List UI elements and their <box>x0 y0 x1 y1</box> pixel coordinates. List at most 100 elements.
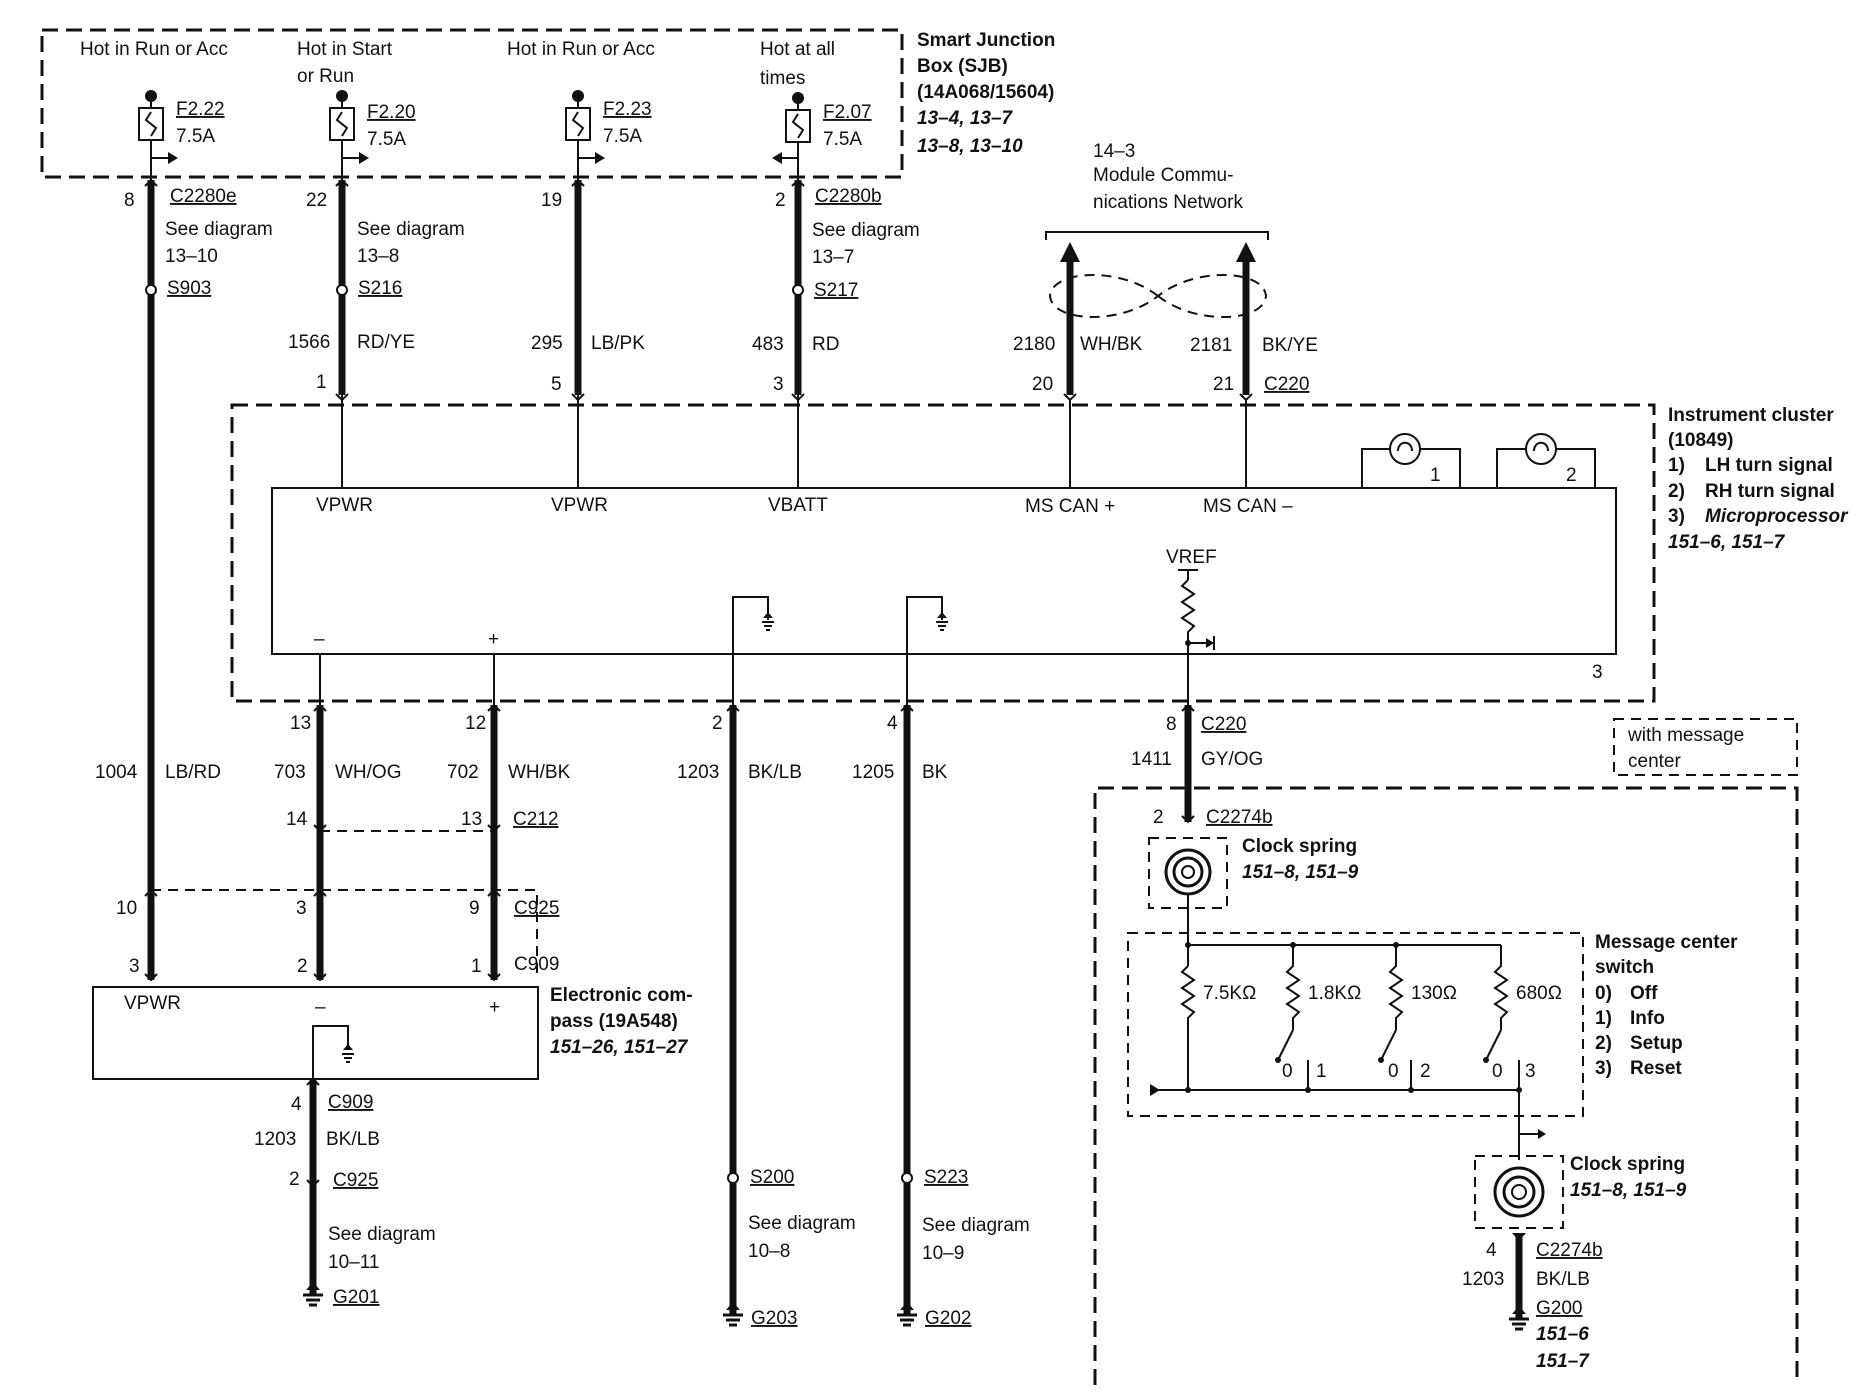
ms-can-minus-label: MS CAN – <box>1203 496 1293 517</box>
fuse-rating: 7.5A <box>603 126 642 147</box>
pin-4-mid: 4 <box>887 713 898 734</box>
resistor-130: 130Ω <box>1411 983 1457 1004</box>
electronic-compass: VPWR – + Electronic com- pass (19A548) 1… <box>92 985 693 1080</box>
connector-c925: C925 <box>514 898 559 919</box>
see-diagram-1-ref: 13–10 <box>165 246 218 267</box>
pin-1: 1 <box>316 372 327 393</box>
instrument-cluster: Instrument cluster (10849) 1) LH turn si… <box>230 403 1849 705</box>
compass-title-1: Electronic com- <box>550 985 693 1006</box>
switch-title-1: Message center <box>1595 932 1738 953</box>
cluster-minus: – <box>314 629 325 650</box>
ground-icon <box>936 612 948 631</box>
see-diagram-4-ref: 13–7 <box>812 247 854 268</box>
resistor-icon <box>1493 945 1509 1030</box>
splice-s217: S217 <box>814 280 858 301</box>
fuse-f2-22: F2.22 7.5A <box>138 90 225 180</box>
network-label-2: Module Commu- <box>1093 165 1233 186</box>
color-rd-ye: RD/YE <box>357 332 415 353</box>
resistor-icon <box>1388 945 1404 1030</box>
hot-label-1: Hot in Run or Acc <box>80 39 228 60</box>
see-diagram-2: See diagram <box>357 219 465 240</box>
switch-mode-0: Off <box>1630 983 1658 1004</box>
rh-turn-signal-lamp: 2 <box>1496 433 1596 488</box>
fuse-rating: 7.5A <box>176 126 215 147</box>
cluster-title-2: (10849) <box>1668 430 1734 451</box>
circuit-703: 703 <box>274 762 306 783</box>
compass-title-2: pass (19A548) <box>550 1011 678 1032</box>
microprocessor-box <box>271 487 1617 655</box>
circuit-1203-lower: 1203 <box>254 1129 296 1150</box>
hot-label-2b: or Run <box>297 66 354 87</box>
cluster-ref: 151–6, 151–7 <box>1668 532 1786 553</box>
clock-spring-2-ref: 151–8, 151–9 <box>1570 1180 1687 1201</box>
ground-icon <box>762 612 774 631</box>
connector-c909-lower: C909 <box>328 1092 373 1113</box>
sjb-title-1: Smart Junction <box>917 30 1055 51</box>
compass-minus: – <box>315 997 326 1018</box>
arrow-up-icon <box>1060 242 1080 262</box>
switch-mode-3: Reset <box>1630 1058 1682 1079</box>
circuit-2180: 2180 <box>1013 334 1055 355</box>
with-message-center-1: with message <box>1627 725 1744 746</box>
resistor-icon <box>1285 945 1301 1030</box>
fuse-name: F2.07 <box>823 102 872 123</box>
connector-c220-upper: C220 <box>1264 374 1309 395</box>
hot-label-3: Hot in Run or Acc <box>507 39 655 60</box>
circuit-1203-msg: 1203 <box>1462 1269 1504 1290</box>
splice-s200: S200 <box>750 1167 794 1188</box>
compass-ref: 151–26, 151–27 <box>550 1037 689 1058</box>
pin-13: 13 <box>290 713 311 734</box>
ms-can-plus-label: MS CAN + <box>1025 496 1115 517</box>
ground-g202: G202 <box>925 1308 971 1329</box>
message-center-switch: 7.5KΩ 1.8KΩ 130Ω 680Ω 0 1 0 2 0 3 <box>1127 932 1738 1160</box>
see-diagram-s223: See diagram <box>922 1215 1030 1236</box>
switch-mode-3-num: 3) <box>1595 1058 1612 1079</box>
color-bk-lb-lower: BK/LB <box>326 1129 380 1150</box>
pin-5: 5 <box>551 374 562 395</box>
twisted-pair-icon <box>1048 274 1268 318</box>
ground-g203: G203 <box>751 1308 797 1329</box>
see-diagram-lower: See diagram <box>328 1224 436 1245</box>
clock-spring-icon <box>1493 1166 1545 1218</box>
see-diagram-s200-ref: 10–8 <box>748 1241 790 1262</box>
pin-2-c909: 2 <box>297 956 308 977</box>
connector-c909-upper: C909 <box>514 954 559 975</box>
switch-pos-0b: 0 <box>1388 1061 1399 1082</box>
sjb-ref-2: 13–8, 13–10 <box>917 136 1023 157</box>
splice-s216: S216 <box>358 278 402 299</box>
pin-8: 8 <box>124 190 135 211</box>
pin-3-c925: 3 <box>296 898 307 919</box>
network-label-1: 14–3 <box>1093 141 1135 162</box>
circuit-295: 295 <box>531 333 563 354</box>
message-center-section: with message center 2 C2274b Clock sprin… <box>1093 718 1799 1385</box>
pin-3-c909: 3 <box>129 956 140 977</box>
fuse-f2-20: F2.20 7.5A <box>329 90 416 180</box>
ground-icon <box>897 1302 917 1327</box>
pin-8-mid: 8 <box>1166 714 1177 735</box>
lamp-2-label: 2 <box>1566 465 1577 486</box>
compass-vpwr: VPWR <box>124 993 181 1014</box>
lh-turn-signal-lamp: 1 <box>1361 433 1461 488</box>
lamp-1-label: 1 <box>1430 465 1441 486</box>
circuit-1004: 1004 <box>95 762 138 783</box>
sjb-ref-1: 13–4, 13–7 <box>917 108 1014 129</box>
switch-pos-0c: 0 <box>1492 1061 1503 1082</box>
see-diagram-4: See diagram <box>812 220 920 241</box>
color-wh-og: WH/OG <box>335 762 402 783</box>
pin-14: 14 <box>286 809 308 830</box>
resistor-1-8k: 1.8KΩ <box>1308 983 1361 1004</box>
upper-wires: 8 C2280e See diagram 13–10 S903 22 See d… <box>124 178 1253 980</box>
bulb-icon <box>1397 441 1413 452</box>
resistor-icon <box>1180 965 1196 1090</box>
circuit-483: 483 <box>752 334 784 355</box>
network-label-3: nications Network <box>1093 192 1243 213</box>
pin-2-c2274b: 2 <box>1153 807 1164 828</box>
cluster-item-1-num: 1) <box>1668 455 1685 476</box>
connector-c2274b-upper: C2274b <box>1206 807 1273 828</box>
color-lb-pk: LB/PK <box>591 333 645 354</box>
cluster-item-2: RH turn signal <box>1705 481 1835 502</box>
cluster-item-2-num: 2) <box>1668 481 1685 502</box>
connector-c925-lower: C925 <box>333 1170 378 1191</box>
vbatt-label: VBATT <box>768 495 828 516</box>
